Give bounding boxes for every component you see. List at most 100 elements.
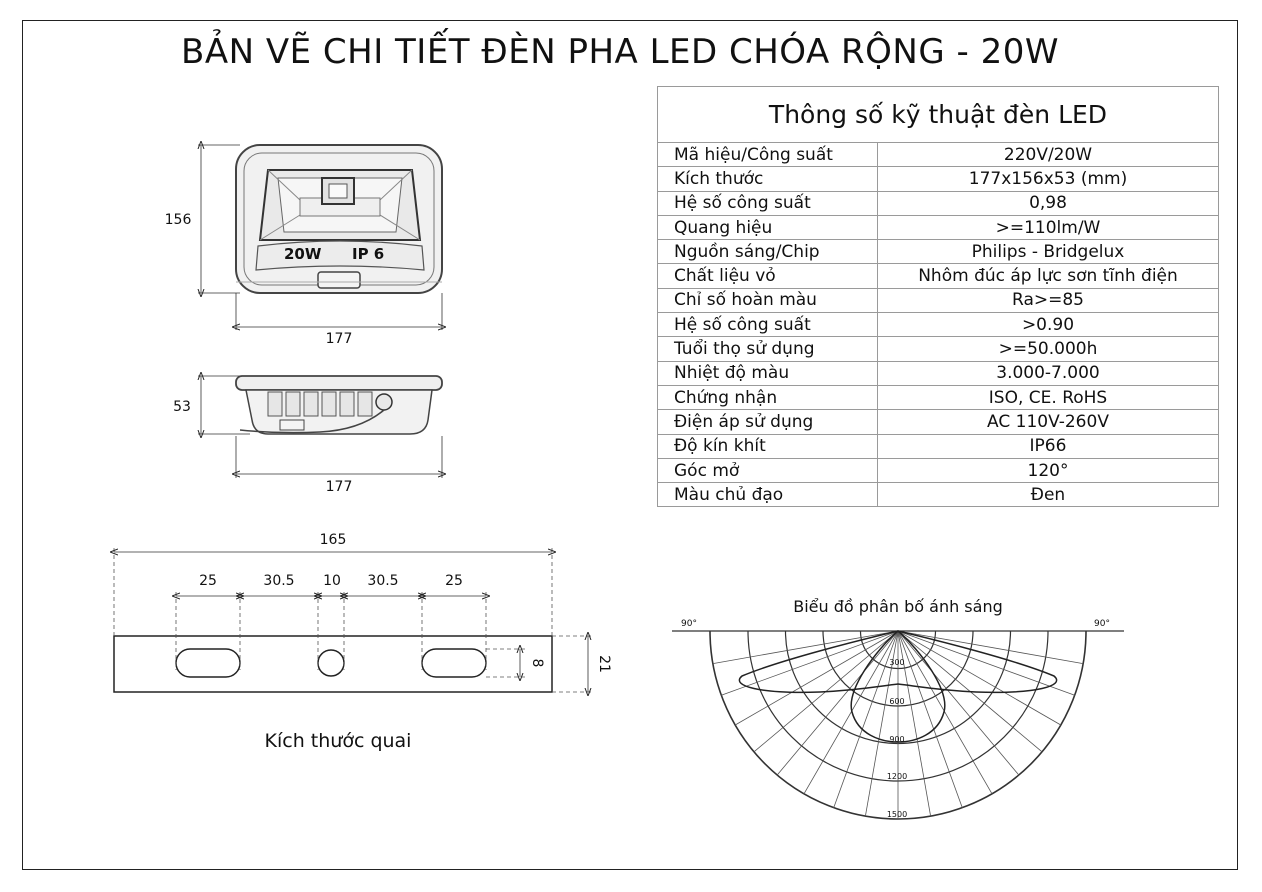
bracket-segment-dimensions: [176, 592, 486, 670]
polar-left-angle-label: 90°: [681, 619, 697, 629]
side-view-lamp-body: [235, 375, 443, 435]
spec-key: Nhiệt độ màu: [657, 360, 878, 386]
polar-spoke: [897, 630, 931, 817]
spec-value: >0.90: [877, 312, 1219, 338]
spec-key: Quang hiệu: [657, 214, 878, 241]
spec-value: IP66: [877, 433, 1219, 459]
spec-value: Philips - Bridgelux: [877, 239, 1219, 265]
spec-value: >=110lm/W: [877, 214, 1219, 241]
polar-ring-label-900: 900: [889, 735, 904, 744]
bracket-segment-label-3: 10: [323, 573, 341, 589]
bracket-left-slot: [175, 648, 241, 678]
bracket-segment-label-4: 30.5: [367, 573, 398, 589]
spec-value: >=50.000h: [877, 336, 1219, 362]
polar-ring-label-300: 300: [889, 658, 904, 667]
polar-spoke: [897, 630, 1084, 664]
polar-curve-transverse: [738, 630, 1058, 694]
front-view-power-badge: 20W: [284, 245, 322, 263]
bracket-segment-label-2: 30.5: [263, 573, 294, 589]
bracket-segment-label-5: 25: [445, 573, 463, 589]
spec-value: ISO, CE. RoHS: [877, 384, 1219, 411]
spec-value: Ra>=85: [877, 287, 1219, 314]
spec-key: Hệ số công suất: [657, 312, 878, 338]
polar-spoke: [897, 630, 1075, 696]
polar-grid: [709, 630, 1087, 820]
spec-value: Đen: [877, 482, 1219, 508]
bracket-height-dimension: [552, 636, 594, 692]
spec-value: Nhôm đúc áp lực sơn tĩnh điện: [877, 263, 1219, 289]
bracket-height-label: 21: [596, 655, 612, 673]
polar-right-angle-label: 90°: [1094, 619, 1110, 629]
spec-key: Tuổi thọ sử dụng: [657, 336, 878, 362]
spec-key: Chất liệu vỏ: [657, 263, 878, 289]
polar-ring-label-1500: 1500: [887, 810, 907, 819]
spec-key: Chứng nhận: [657, 384, 878, 411]
polar-spoke: [833, 630, 899, 808]
polar-spoke: [897, 630, 963, 808]
spec-row: Hệ số công suất>0.90: [657, 312, 1219, 338]
spec-key: Điện áp sử dụng: [657, 409, 878, 435]
spec-key: Màu chủ đạo: [657, 482, 878, 508]
spec-row: Quang hiệu>=110lm/W: [657, 214, 1219, 241]
spec-value: 120°: [877, 457, 1219, 484]
side-view: 53 177: [173, 376, 442, 495]
page-title: BẢN VẼ CHI TIẾT ĐÈN PHA LED CHÓA RỘNG - …: [181, 32, 1059, 72]
front-view-lamp-body: [235, 144, 443, 294]
spec-key: Góc mở: [657, 457, 878, 484]
polar-spoke: [897, 630, 1062, 726]
spec-key: Độ kín khít: [657, 433, 878, 459]
polar-spoke: [735, 630, 899, 726]
bracket-slot-height-label: 8: [529, 659, 545, 668]
bracket-total-width-dimension: [114, 548, 552, 636]
polar-spoke: [803, 630, 899, 794]
spec-table: Thông số kỹ thuật đèn LED Mã hiệu/Công s…: [657, 86, 1219, 508]
bracket-segment-label-1: 25: [199, 573, 217, 589]
polar-ring-label-1200: 1200: [887, 772, 907, 781]
bracket-drawing: 165 25 30.5 10 30.5 25 8: [114, 532, 612, 692]
polar-spoke: [712, 630, 899, 664]
bracket-right-slot: [421, 648, 487, 678]
polar-spoke: [897, 630, 1020, 776]
polar-spoke: [865, 630, 899, 817]
polar-spoke: [721, 630, 899, 696]
polar-title: Biểu đồ phân bố ánh sáng: [793, 597, 1003, 616]
side-view-width-dimension: [236, 436, 442, 478]
front-view-ip-badge: IP 6: [352, 245, 384, 263]
bracket-center-hole: [317, 649, 345, 677]
spec-value: AC 110V-260V: [877, 409, 1219, 435]
side-view-width-label: 177: [326, 479, 353, 495]
polar-spoke: [776, 630, 899, 776]
bracket-slot-height-dimension: [486, 649, 528, 677]
polar-spoke: [897, 630, 993, 794]
spec-key: Hệ số công suất: [657, 190, 878, 216]
front-view: 20W IP 6 156 177: [165, 145, 442, 347]
front-view-width-dimension: [236, 293, 442, 330]
spec-value: 220V/20W: [877, 141, 1219, 168]
front-view-height-dimension: [198, 145, 240, 293]
bracket-total-width-label: 165: [320, 532, 347, 548]
polar-curve-longitudinal: [850, 630, 946, 743]
front-view-height-label: 156: [165, 212, 192, 228]
spec-key: Chỉ số hoàn màu: [657, 287, 878, 314]
spec-value: 3.000-7.000: [877, 360, 1219, 386]
polar-diagram: Biểu đồ phân bố ánh sáng 90° 90° 300 600…: [672, 597, 1124, 820]
side-view-height-label: 53: [173, 399, 191, 415]
polar-ring-label-600: 600: [889, 697, 904, 706]
drawing-frame: [22, 20, 1238, 870]
bracket-caption: Kích thước quai: [265, 730, 412, 752]
front-view-width-label: 177: [326, 331, 353, 347]
spec-value: 0,98: [877, 190, 1219, 216]
side-view-height-dimension: [198, 376, 250, 434]
spec-row: Tuổi thọ sử dụng>=50.000h: [657, 336, 1219, 362]
